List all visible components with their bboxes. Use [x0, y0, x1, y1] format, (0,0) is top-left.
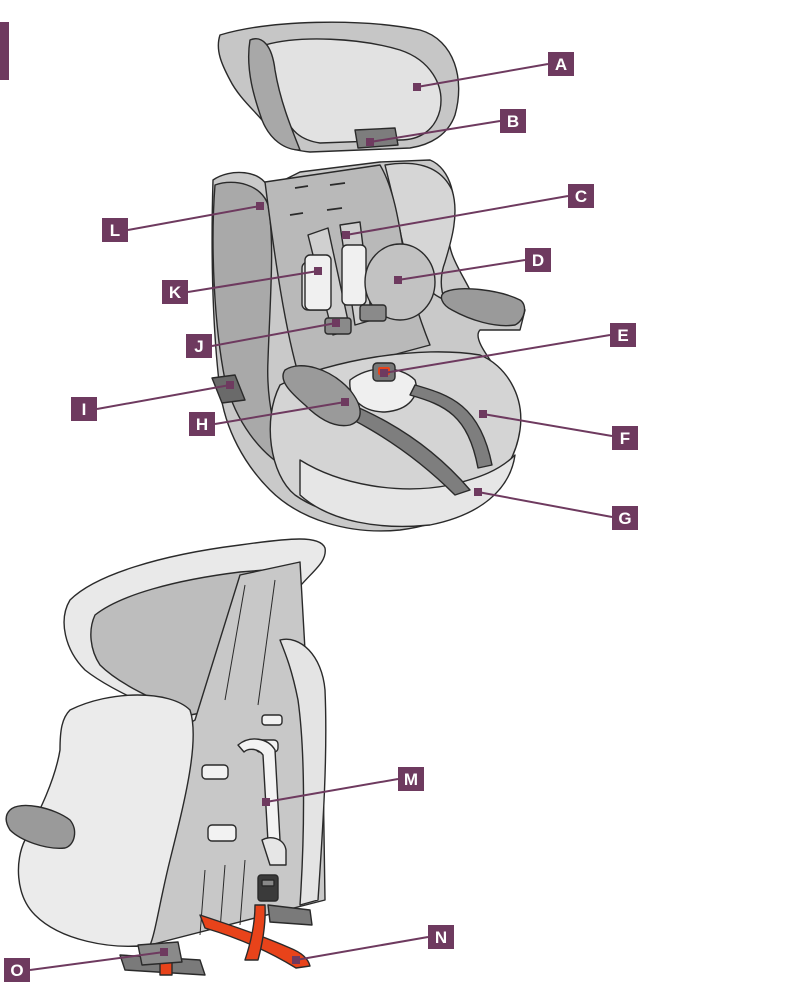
leader-dot-k — [314, 267, 322, 275]
callout-g: G — [612, 506, 638, 530]
leader-dot-b — [366, 138, 374, 146]
rear-panel-slot — [202, 765, 228, 779]
callout-c-letter: C — [575, 187, 587, 206]
leader-dot-o — [160, 948, 168, 956]
rear-panel-slot — [208, 825, 236, 841]
callout-n: N — [428, 925, 454, 949]
leader-line-i — [97, 385, 230, 409]
callout-k: K — [162, 280, 188, 304]
callout-f: F — [612, 426, 638, 450]
tether-buckle-release — [262, 880, 274, 886]
callout-l-letter: L — [110, 221, 120, 240]
leader-line-n — [296, 937, 428, 960]
callout-b: B — [500, 109, 526, 133]
callout-c: C — [568, 184, 594, 208]
callout-g-letter: G — [618, 509, 631, 528]
callout-k-letter: K — [169, 283, 182, 302]
callout-a-letter: A — [555, 55, 567, 74]
callout-a: A — [548, 52, 574, 76]
callout-i: I — [71, 397, 97, 421]
leader-dot-n — [292, 956, 300, 964]
section-tab — [0, 22, 9, 80]
callout-o: O — [4, 958, 30, 982]
leader-dot-c — [342, 231, 350, 239]
shoulder-pad-left-2 — [305, 255, 331, 310]
leader-dot-a — [413, 83, 421, 91]
rear-view-seat — [6, 539, 326, 975]
front-view-seat — [212, 22, 525, 531]
callout-m: M — [398, 767, 424, 791]
callout-b-letter: B — [507, 112, 519, 131]
callout-m-letter: M — [404, 770, 418, 789]
tether-buckle — [258, 875, 278, 901]
leader-line-g — [478, 492, 612, 517]
callout-n-letter: N — [435, 928, 447, 947]
harness-chest-clip-2 — [360, 305, 386, 321]
callout-d: D — [525, 248, 551, 272]
callout-i-letter: I — [82, 400, 87, 419]
leader-dot-g — [474, 488, 482, 496]
leader-dot-e — [380, 369, 388, 377]
leader-dot-f — [479, 410, 487, 418]
leader-dot-i — [226, 381, 234, 389]
leader-dot-d — [394, 276, 402, 284]
leader-dot-l — [256, 202, 264, 210]
leader-dot-h — [341, 398, 349, 406]
shoulder-pad-right — [342, 245, 366, 305]
callout-o-letter: O — [10, 961, 23, 980]
leader-dot-m — [262, 798, 270, 806]
rear-panel-slot — [262, 715, 282, 725]
callout-d-letter: D — [532, 251, 544, 270]
callout-h: H — [189, 412, 215, 436]
callout-e: E — [610, 323, 636, 347]
callout-h-letter: H — [196, 415, 208, 434]
callout-f-letter: F — [620, 429, 630, 448]
callout-e-letter: E — [617, 326, 628, 345]
leader-dot-j — [332, 319, 340, 327]
isofix-arm-right — [268, 905, 312, 925]
callout-j: J — [186, 334, 212, 358]
callout-j-letter: J — [194, 337, 203, 356]
callout-l: L — [102, 218, 128, 242]
